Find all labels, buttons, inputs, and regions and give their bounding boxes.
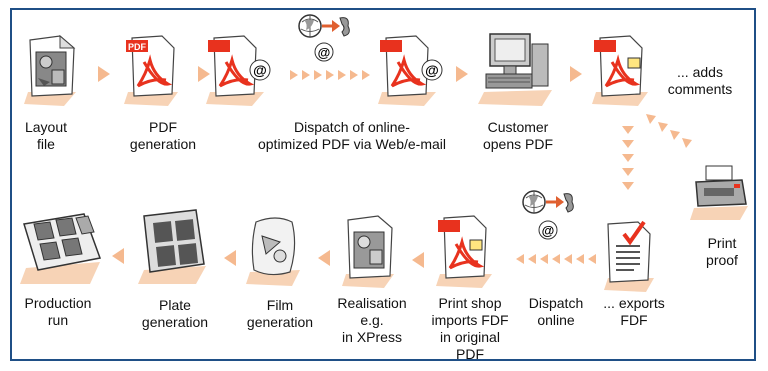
svg-text:@: @ bbox=[542, 223, 555, 238]
film-icon bbox=[246, 212, 304, 286]
fdf-document-icon bbox=[604, 218, 656, 292]
pdf-comments-icon bbox=[592, 34, 652, 106]
label-dispatch-online-pdf: Dispatch of online-optimized PDF via Web… bbox=[257, 119, 447, 152]
layout-document-icon bbox=[342, 214, 398, 288]
svg-text:PDF: PDF bbox=[128, 42, 147, 52]
pdf-document-icon: PDF bbox=[124, 34, 182, 106]
pdf-import-icon bbox=[436, 214, 494, 288]
computer-icon bbox=[478, 30, 558, 108]
globe-email-icon: @ bbox=[296, 12, 356, 64]
printed-sheet-icon bbox=[20, 210, 104, 286]
svg-text:@: @ bbox=[425, 62, 439, 78]
svg-text:@: @ bbox=[253, 62, 267, 78]
pdf-email-icon-received: @ bbox=[378, 34, 444, 106]
layout-file-icon bbox=[24, 34, 80, 106]
svg-text:@: @ bbox=[318, 45, 331, 60]
printer-icon bbox=[690, 162, 752, 222]
pdf-email-icon: @ bbox=[206, 34, 272, 106]
printing-plate-icon bbox=[138, 206, 210, 286]
globe-email-icon-return: @ bbox=[520, 188, 582, 244]
